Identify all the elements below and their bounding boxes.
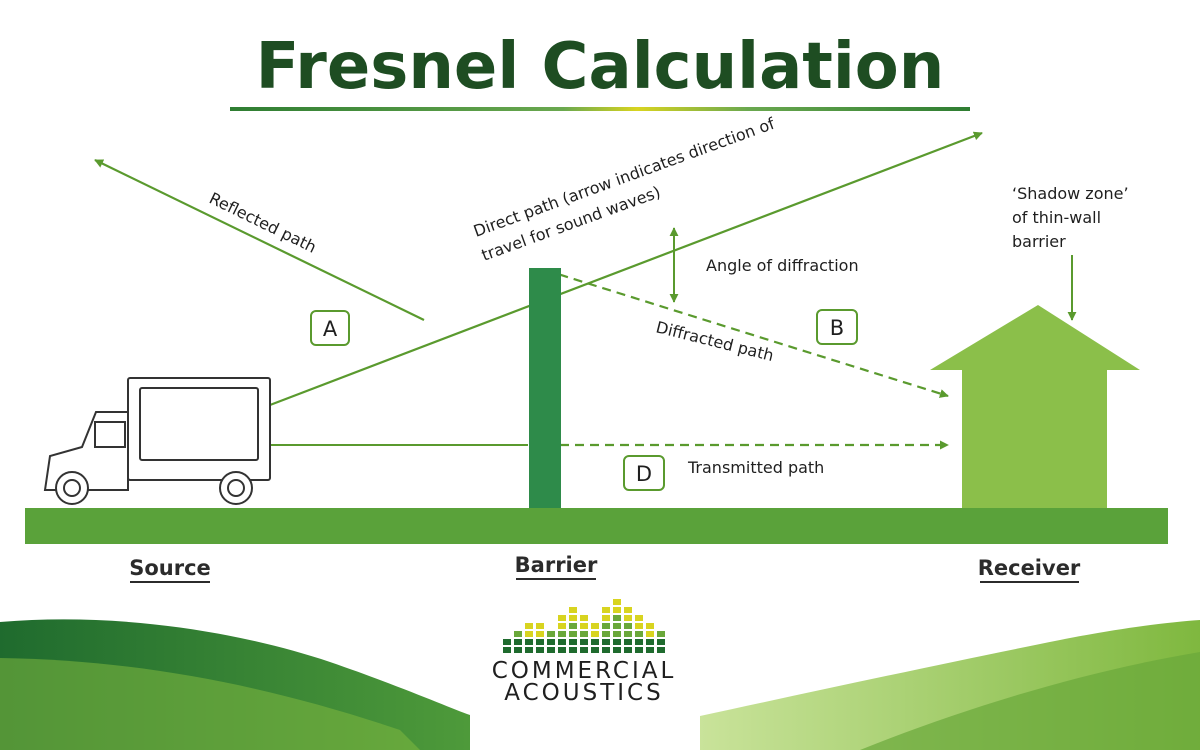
receiver-label: Receiver [978, 556, 1081, 580]
logo-bar-segment [624, 631, 632, 637]
logo-bar-segment [602, 647, 610, 653]
shadow-zone-label-line3: barrier [1012, 232, 1066, 251]
truck-icon [43, 377, 271, 505]
logo-bar-segment [525, 647, 533, 653]
logo-bar-segment [536, 647, 544, 653]
svg-text:A: A [323, 317, 338, 341]
logo-bar-segment [602, 623, 610, 629]
logo-bar-segment [514, 631, 522, 637]
logo-bar-segment [536, 623, 544, 629]
logo-bar-segment [569, 615, 577, 621]
logo-bar-segment [536, 639, 544, 645]
logo-bar-segment [657, 647, 665, 653]
marker-b: B [816, 309, 858, 345]
logo-text-line2: ACOUSTICS [504, 680, 663, 706]
logo-bar-segment [613, 623, 621, 629]
page-title: Fresnel Calculation [256, 30, 945, 104]
logo-bar-segment [580, 639, 588, 645]
svg-text:B: B [830, 316, 844, 340]
direct-path-line [269, 131, 983, 407]
logo-bar-segment [569, 639, 577, 645]
logo-bar-segment [503, 647, 511, 653]
logo-bar-segment [547, 639, 555, 645]
logo-bar-segment [503, 639, 511, 645]
logo-bar-segment [657, 639, 665, 645]
svg-text:D: D [636, 462, 652, 486]
logo-bar-segment [569, 631, 577, 637]
logo-bar-segment [602, 615, 610, 621]
logo-bar-segment [635, 623, 643, 629]
logo-bar-segment [525, 631, 533, 637]
logo-bar-segment [646, 639, 654, 645]
logo-bar-segment [613, 647, 621, 653]
logo-bar-segment [558, 639, 566, 645]
logo-bar-segment [525, 623, 533, 629]
logo-bar-segment [525, 639, 533, 645]
barrier [529, 268, 561, 508]
logo-bar-segment [613, 607, 621, 613]
logo-bar-segment [635, 647, 643, 653]
logo-bar-segment [580, 631, 588, 637]
direct-path-label-line1: Direct path (arrow indicates direction o… [471, 114, 778, 241]
logo-bar-segment [580, 615, 588, 621]
angle-of-diffraction-label: Angle of diffraction [706, 256, 859, 275]
logo-bar-segment [624, 623, 632, 629]
logo-bar-segment [514, 647, 522, 653]
logo-bar-segment [602, 631, 610, 637]
logo-bar-segment [591, 647, 599, 653]
logo-bar-segment [558, 631, 566, 637]
logo-bar-segment [646, 623, 654, 629]
receiver-house [930, 305, 1140, 508]
transmitted-path-label: Transmitted path [687, 458, 824, 477]
shadow-zone-label-line1: ‘Shadow zone’ [1012, 184, 1129, 203]
shadow-zone-label-line2: of thin-wall [1012, 208, 1101, 227]
logo-bar-segment [646, 631, 654, 637]
left-wave-light-band [0, 658, 420, 750]
logo-bar-segment [558, 647, 566, 653]
logo-bar-segment [613, 615, 621, 621]
logo-bar-segment [591, 639, 599, 645]
logo-bar-segment [569, 607, 577, 613]
ground [25, 508, 1168, 544]
logo-bar-segment [635, 631, 643, 637]
logo-bar-segment [624, 647, 632, 653]
logo-bar-segment [547, 631, 555, 637]
logo-bar-segment [635, 615, 643, 621]
logo-bar-segment [602, 607, 610, 613]
logo-bar-segment [536, 631, 544, 637]
marker-a: A [310, 310, 350, 346]
logo-bar-segment [613, 639, 621, 645]
right-wave-dark-band [860, 652, 1200, 750]
logo-bar-segment [558, 623, 566, 629]
logo-bar-segment [591, 623, 599, 629]
logo-bar-segment [624, 615, 632, 621]
marker-d: D [623, 455, 665, 491]
logo-bar-segment [547, 647, 555, 653]
diffracted-path-line [544, 268, 949, 398]
logo-bar-segment [591, 631, 599, 637]
barrier-label: Barrier [515, 553, 598, 577]
reflected-path-line [94, 159, 425, 321]
logo-equalizer-icon [503, 599, 665, 653]
logo-bar-segment [624, 607, 632, 613]
logo-bar-segment [569, 623, 577, 629]
logo-bar-segment [635, 639, 643, 645]
title-underline [230, 107, 970, 111]
logo-bar-segment [580, 623, 588, 629]
source-label: Source [129, 556, 211, 580]
logo-bar-segment [624, 639, 632, 645]
logo-bar-segment [514, 639, 522, 645]
logo-bar-segment [646, 647, 654, 653]
logo-bar-segment [602, 639, 610, 645]
logo-bar-segment [569, 647, 577, 653]
diffracted-path-label: Diffracted path [654, 317, 776, 365]
logo-text-line1: COMMERCIAL [492, 658, 677, 684]
logo-bar-segment [580, 647, 588, 653]
logo-bar-segment [558, 615, 566, 621]
logo-bar-segment [613, 631, 621, 637]
logo-bar-segment [657, 631, 665, 637]
logo-bar-segment [613, 599, 621, 605]
